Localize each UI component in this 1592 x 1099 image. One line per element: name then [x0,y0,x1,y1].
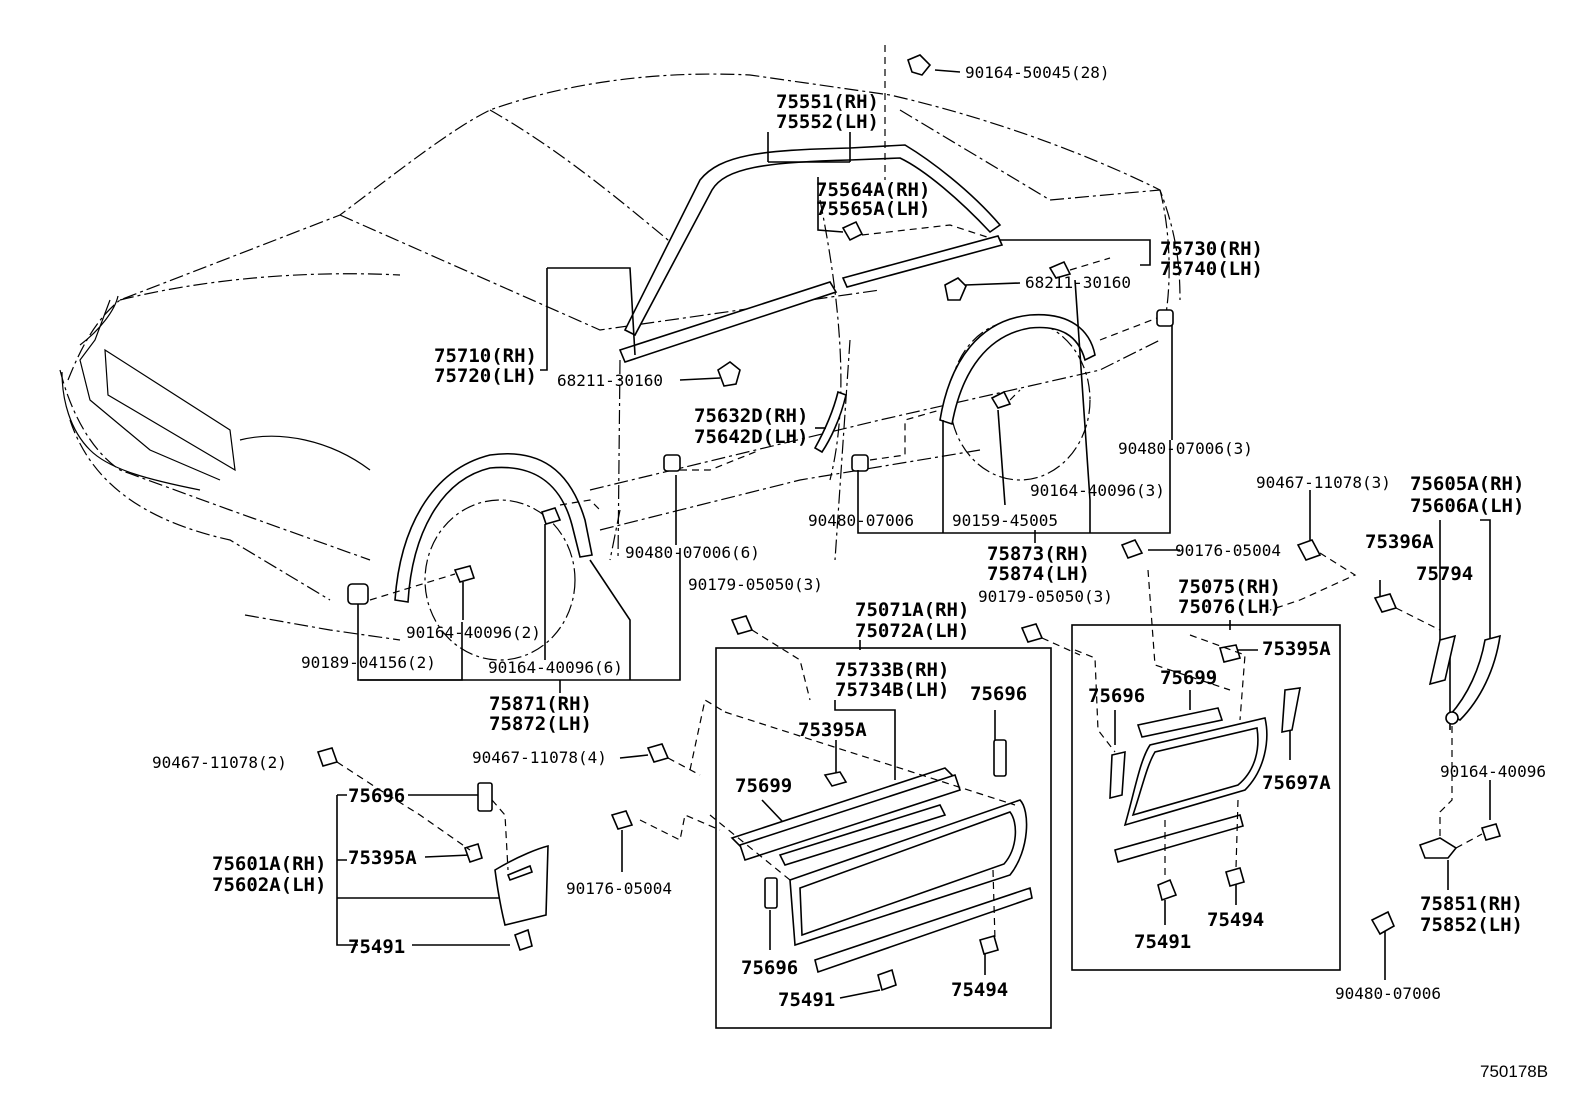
label-75740: 75740(LH) [1160,258,1263,280]
screw-90159 [990,390,1012,409]
clip-68211-right [944,277,967,301]
clip-75564a [841,220,864,242]
center-door-parts [639,699,1033,992]
label-75494-right: 75494 [1207,909,1264,931]
clip-90480-mid [851,454,869,472]
center-door-panel-box [715,647,1052,1029]
front-fender-liner [394,453,593,603]
label-75851: 75851(RH) [1420,893,1523,915]
label-68211-right: 68211-30160 [1025,273,1131,292]
label-75720: 75720(LH) [434,365,537,387]
label-75696-left: 75696 [348,785,405,807]
belt-molding-front [618,281,838,363]
label-90164-40096-3: 90164-40096(3) [1030,481,1165,500]
label-90480-07006-mid: 90480-07006 [808,511,914,530]
label-75871: 75871(RH) [489,693,592,715]
label-75606a: 75606A(LH) [1410,495,1524,517]
label-90164-50045: 90164-50045(28) [965,63,1110,82]
label-75696-center-top: 75696 [970,683,1027,705]
window-frame-molding [623,144,1002,337]
screw-90164-40096-6 [540,507,562,525]
label-75491-center: 75491 [778,989,835,1011]
pillar-garnish [813,390,847,454]
rear-fender-liner [939,313,1096,426]
label-75551: 75551(RH) [776,91,879,113]
diagram-id: 750178B [1480,1062,1548,1081]
screw-90164-40096-3 [1048,260,1072,279]
belt-molding-rear [841,235,1004,288]
label-75494-center: 75494 [951,979,1008,1001]
label-90176-05004-center: 90176-05004 [566,879,672,898]
label-90176-05004-right: 90176-05004 [1175,541,1281,560]
label-75733b: 75733B(RH) [835,659,949,681]
label-75872: 75872(LH) [489,713,592,735]
car-body-outline [59,73,1181,641]
label-75076: 75076(LH) [1178,596,1281,618]
label-75072a: 75072A(LH) [855,620,969,642]
label-75601a: 75601A(RH) [212,853,326,875]
label-75874: 75874(LH) [987,563,1090,585]
label-75642d: 75642D(LH) [694,426,808,448]
right-door-parts [1074,569,1301,902]
screw-90164-50045 [907,54,932,76]
car-fastener-lines [369,45,1158,601]
label-75697a: 75697A [1262,772,1331,794]
label-75552: 75552(LH) [776,111,879,133]
label-75696-center-bottom: 75696 [741,957,798,979]
label-90164-40096-2: 90164-40096(2) [406,623,541,642]
label-75395a-left: 75395A [348,847,417,869]
left-lower-parts [316,615,1081,952]
label-75730: 75730(RH) [1160,238,1263,260]
label-75632d: 75632D(RH) [694,405,808,427]
label-68211-left: 68211-30160 [557,371,663,390]
label-90179-05050-right: 90179-05050(3) [978,587,1113,606]
label-90480-07006-6: 90480-07006(6) [625,543,760,562]
clip-90480-front [663,454,681,472]
label-90164-40096-far: 90164-40096 [1440,762,1546,781]
label-75491-left: 75491 [348,936,405,958]
label-75710: 75710(RH) [434,345,537,367]
label-75071a: 75071A(RH) [855,599,969,621]
clip-90189 [347,583,369,605]
label-75395a-center: 75395A [798,719,867,741]
label-75396a: 75396A [1365,531,1434,553]
label-75075: 75075(RH) [1178,576,1281,598]
label-75395a-right: 75395A [1262,638,1331,660]
label-75699-center: 75699 [735,775,792,797]
label-90159-45005: 90159-45005 [952,511,1058,530]
label-90179-05050-left: 90179-05050(3) [688,575,823,594]
label-75699-right: 75699 [1160,667,1217,689]
front-wheel [424,499,576,661]
label-75852: 75852(LH) [1420,914,1523,936]
rear-wheel [949,319,1091,481]
far-right-parts [1120,539,1502,936]
screw-90164-40096-2 [453,565,476,583]
label-75794: 75794 [1416,563,1473,585]
right-door-panel-box [1071,624,1341,971]
part-labels: 90164-50045(28) 75551(RH) 75552(LH) 7556… [152,63,1548,1081]
label-90467-11078-3: 90467-11078(3) [1256,473,1391,492]
label-90467-11078-4: 90467-11078(4) [472,748,607,767]
label-75602a: 75602A(LH) [212,874,326,896]
label-75565a: 75565A(LH) [816,198,930,220]
label-75734b: 75734B(LH) [835,679,949,701]
label-90480-07006-far: 90480-07006 [1335,984,1441,1003]
label-90164-40096-6: 90164-40096(6) [488,658,623,677]
label-90480-07006-3: 90480-07006(3) [1118,439,1253,458]
label-90189-04156-2: 90189-04156(2) [301,653,436,672]
clip-90480-rear [1156,309,1174,327]
label-75605a: 75605A(RH) [1410,473,1524,495]
clip-68211-left [717,361,741,387]
label-75564a: 75564A(RH) [816,179,930,201]
label-90467-11078-2: 90467-11078(2) [152,753,287,772]
label-75873: 75873(RH) [987,543,1090,565]
label-75696-right: 75696 [1088,685,1145,707]
label-75491-right: 75491 [1134,931,1191,953]
